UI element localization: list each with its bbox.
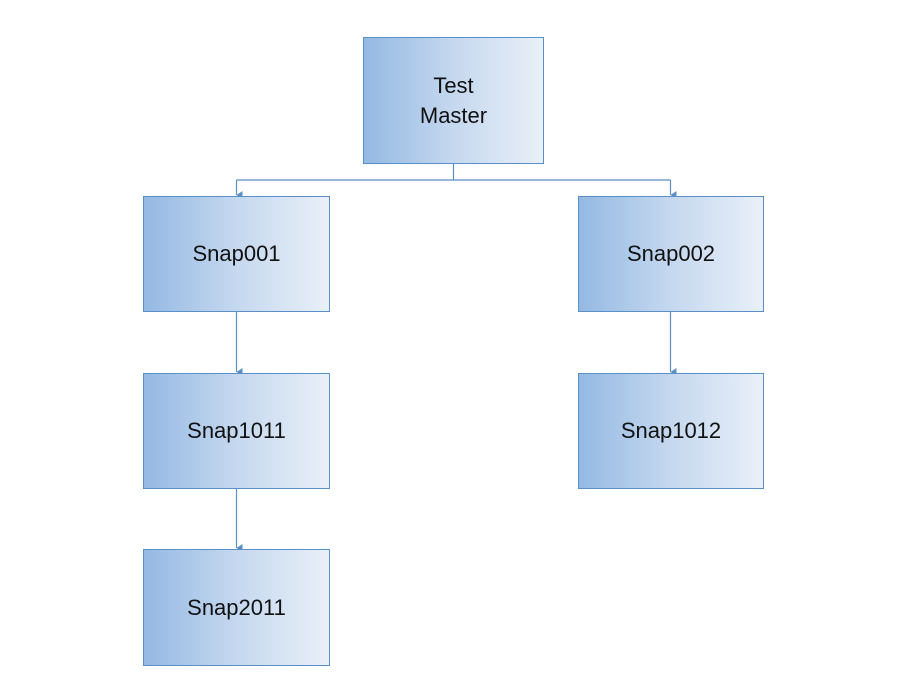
node-label-snap1012: Snap1012: [620, 418, 722, 443]
node-snap002: Snap002: [578, 196, 764, 312]
node-snap1012: Snap1012: [578, 373, 764, 489]
node-snap2011: Snap2011: [143, 549, 330, 666]
node-label-test-master: Test Master: [419, 72, 488, 128]
node-test-master: Test Master: [363, 37, 544, 164]
node-snap001: Snap001: [143, 196, 330, 312]
node-label-snap2011: Snap2011: [187, 594, 286, 620]
node-label-snap001: Snap001: [192, 241, 281, 266]
node-snap1011: Snap1011: [143, 373, 330, 489]
node-label-snap1011: Snap1011: [187, 418, 286, 443]
node-label-snap002: Snap002: [626, 241, 716, 266]
